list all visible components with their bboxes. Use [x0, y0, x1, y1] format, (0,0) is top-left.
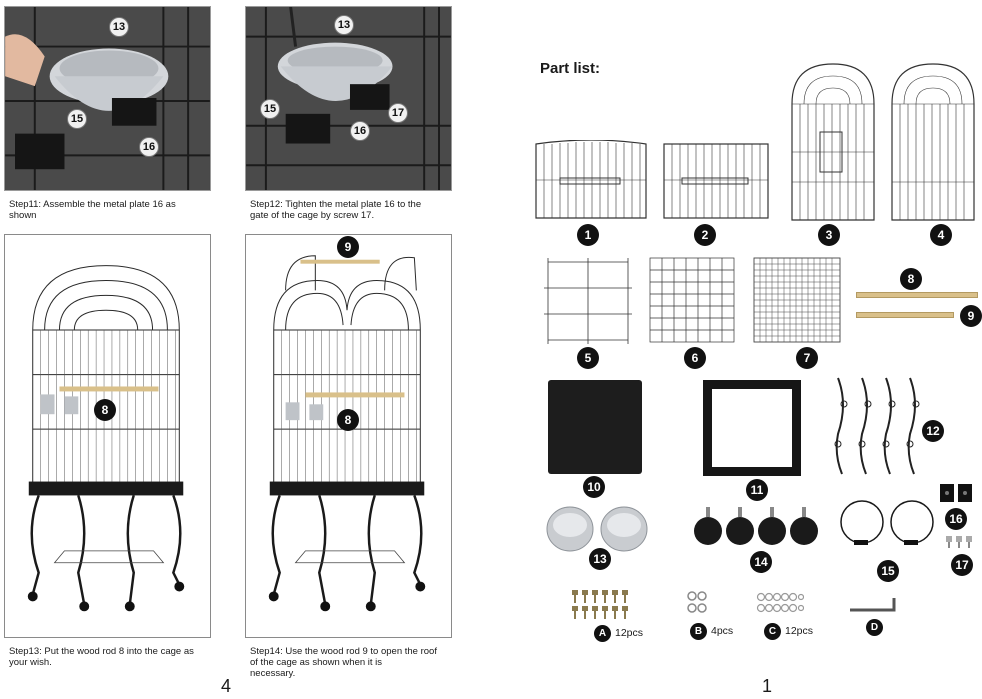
part-8-wood-rod — [856, 292, 978, 298]
part-label-4: 4 — [930, 224, 952, 246]
part-11-tray-frame — [703, 380, 801, 476]
part-16-metal-plates — [938, 482, 974, 504]
step13-label-8: 8 — [94, 399, 116, 421]
hardware-label-b: B — [690, 623, 707, 640]
hardware-label-d: D — [866, 619, 883, 636]
part-1-front-panel — [532, 140, 650, 220]
step12-label-16: 16 — [350, 121, 370, 141]
part-9-wood-rod — [856, 312, 954, 318]
step12-caption: Step12: Tighten the metal plate 16 to th… — [250, 199, 422, 221]
part-label-9: 9 — [960, 305, 982, 327]
step14-cage-illustration — [268, 255, 426, 612]
step14-caption: Step14: Use the wood rod 9 to open the r… — [250, 646, 437, 679]
part-label-1: 1 — [577, 224, 599, 246]
part-label-17: 17 — [951, 554, 973, 576]
step14-label-9: 9 — [337, 236, 359, 258]
step13-frame: 8 — [4, 234, 211, 638]
part-15-bowl-rings — [838, 500, 938, 550]
hardware-label-a: A — [594, 625, 611, 642]
step13-cage-illustration — [27, 265, 185, 612]
step11-photo: 13 15 16 — [4, 6, 211, 191]
part-label-12: 12 — [922, 420, 944, 442]
hardware-a-bolts — [570, 588, 636, 622]
right-page-number: 1 — [762, 676, 773, 696]
step14-label-8: 8 — [337, 409, 359, 431]
hardware-qty-a: 12pcs — [615, 627, 644, 639]
part-7-fine-grid — [752, 256, 842, 344]
step12-illustration — [246, 7, 451, 190]
step11-label-13: 13 — [109, 17, 129, 37]
step11-caption: Step11: Assemble the metal plate 16 as s… — [9, 199, 176, 221]
part-label-10: 10 — [583, 476, 605, 498]
step11-label-15: 15 — [67, 109, 87, 129]
hardware-c-washers — [756, 592, 804, 614]
hardware-qty-b: 4pcs — [711, 625, 734, 637]
part-label-13: 13 — [589, 548, 611, 570]
step12-label-13: 13 — [334, 15, 354, 35]
hardware-b-nuts — [686, 590, 708, 616]
part-label-16: 16 — [945, 508, 967, 530]
part-6-medium-grid — [648, 256, 736, 344]
part-list-title: Part list: — [540, 60, 601, 77]
part-10-tray — [548, 380, 642, 474]
hardware-qty-c: 12pcs — [785, 625, 814, 637]
step13-caption: Step13: Put the wood rod 8 into the cage… — [9, 646, 194, 668]
part-label-7: 7 — [796, 347, 818, 369]
step11-label-16: 16 — [139, 137, 159, 157]
hardware-d-allen-key — [848, 596, 900, 614]
part-14-caster-wheels — [692, 505, 820, 549]
part-17-screws — [944, 534, 974, 550]
step12-label-17: 17 — [388, 103, 408, 123]
part-label-8: 8 — [900, 268, 922, 290]
part-label-2: 2 — [694, 224, 716, 246]
left-page-number: 4 — [221, 676, 232, 696]
part-label-3: 3 — [818, 224, 840, 246]
part-5-coarse-grid — [544, 258, 632, 344]
part-13-bowls — [545, 505, 649, 555]
part-12-legs — [832, 374, 928, 478]
part-label-6: 6 — [684, 347, 706, 369]
part-3-side-panel-door — [790, 62, 876, 222]
hardware-label-c: C — [764, 623, 781, 640]
part-label-15: 15 — [877, 560, 899, 582]
part-label-14: 14 — [750, 551, 772, 573]
part-4-side-panel — [890, 62, 976, 222]
step11-illustration — [5, 7, 210, 190]
step12-label-15: 15 — [260, 99, 280, 119]
part-label-11: 11 — [746, 479, 768, 501]
step14-frame: 9 8 — [245, 234, 452, 638]
part-2-back-panel — [660, 140, 772, 220]
part-label-5: 5 — [577, 347, 599, 369]
step12-photo: 13 15 16 17 — [245, 6, 452, 191]
